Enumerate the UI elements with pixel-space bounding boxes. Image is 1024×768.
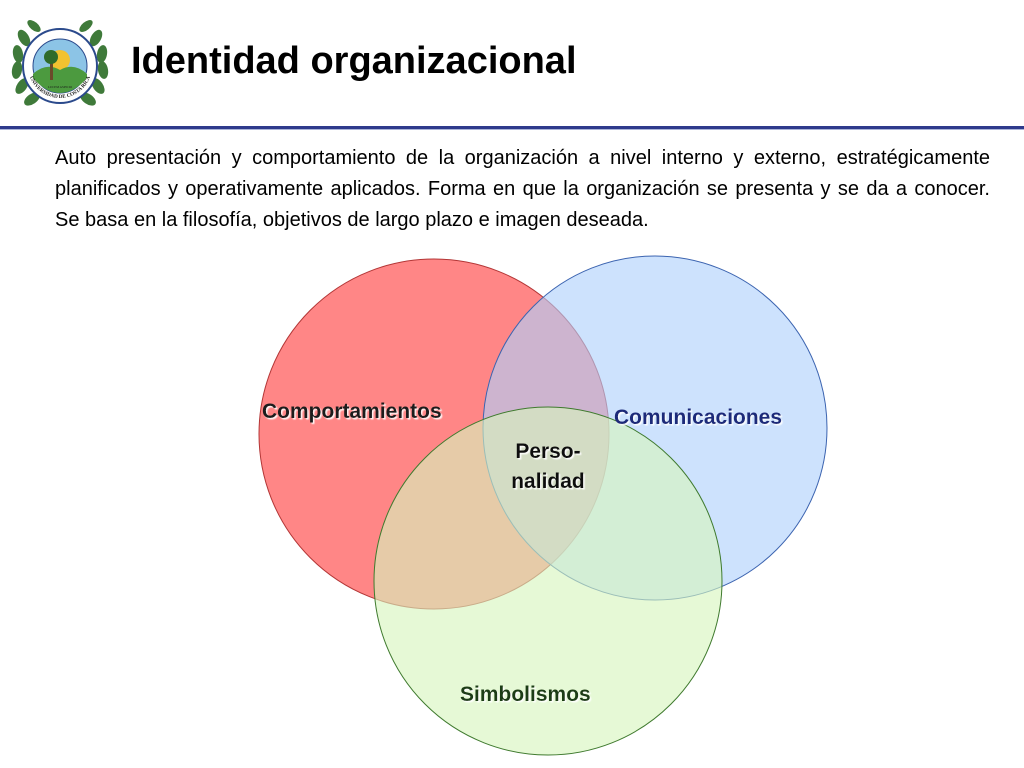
seal-motto: LUCEM ASPICIO [48, 85, 73, 89]
university-seal-logo: UNIVERSIDAD DE COSTA RICA LUCEM ASPICIO [11, 20, 109, 106]
venn-label-simbolismos: Simbolismos [460, 683, 591, 706]
venn-center-label-line1: Perso- [515, 440, 580, 463]
definition-paragraph: Auto presentación y comportamiento de la… [55, 147, 990, 231]
laurel-right-icon [79, 20, 109, 106]
slide-title: Identidad organizacional [131, 40, 577, 82]
venn-label-comportamientos: Comportamientos [262, 400, 442, 423]
venn-circle-comunicaciones [482, 255, 828, 601]
title-divider [0, 126, 1024, 129]
venn-label-comunicaciones: Comunicaciones [614, 406, 782, 429]
venn-center-label-line2: nalidad [511, 470, 585, 493]
laurel-left-icon [11, 20, 41, 106]
title-divider-highlight [0, 129, 1024, 130]
venn-circle-comportamientos [258, 258, 610, 610]
venn-circle-simbolismos [373, 406, 723, 756]
